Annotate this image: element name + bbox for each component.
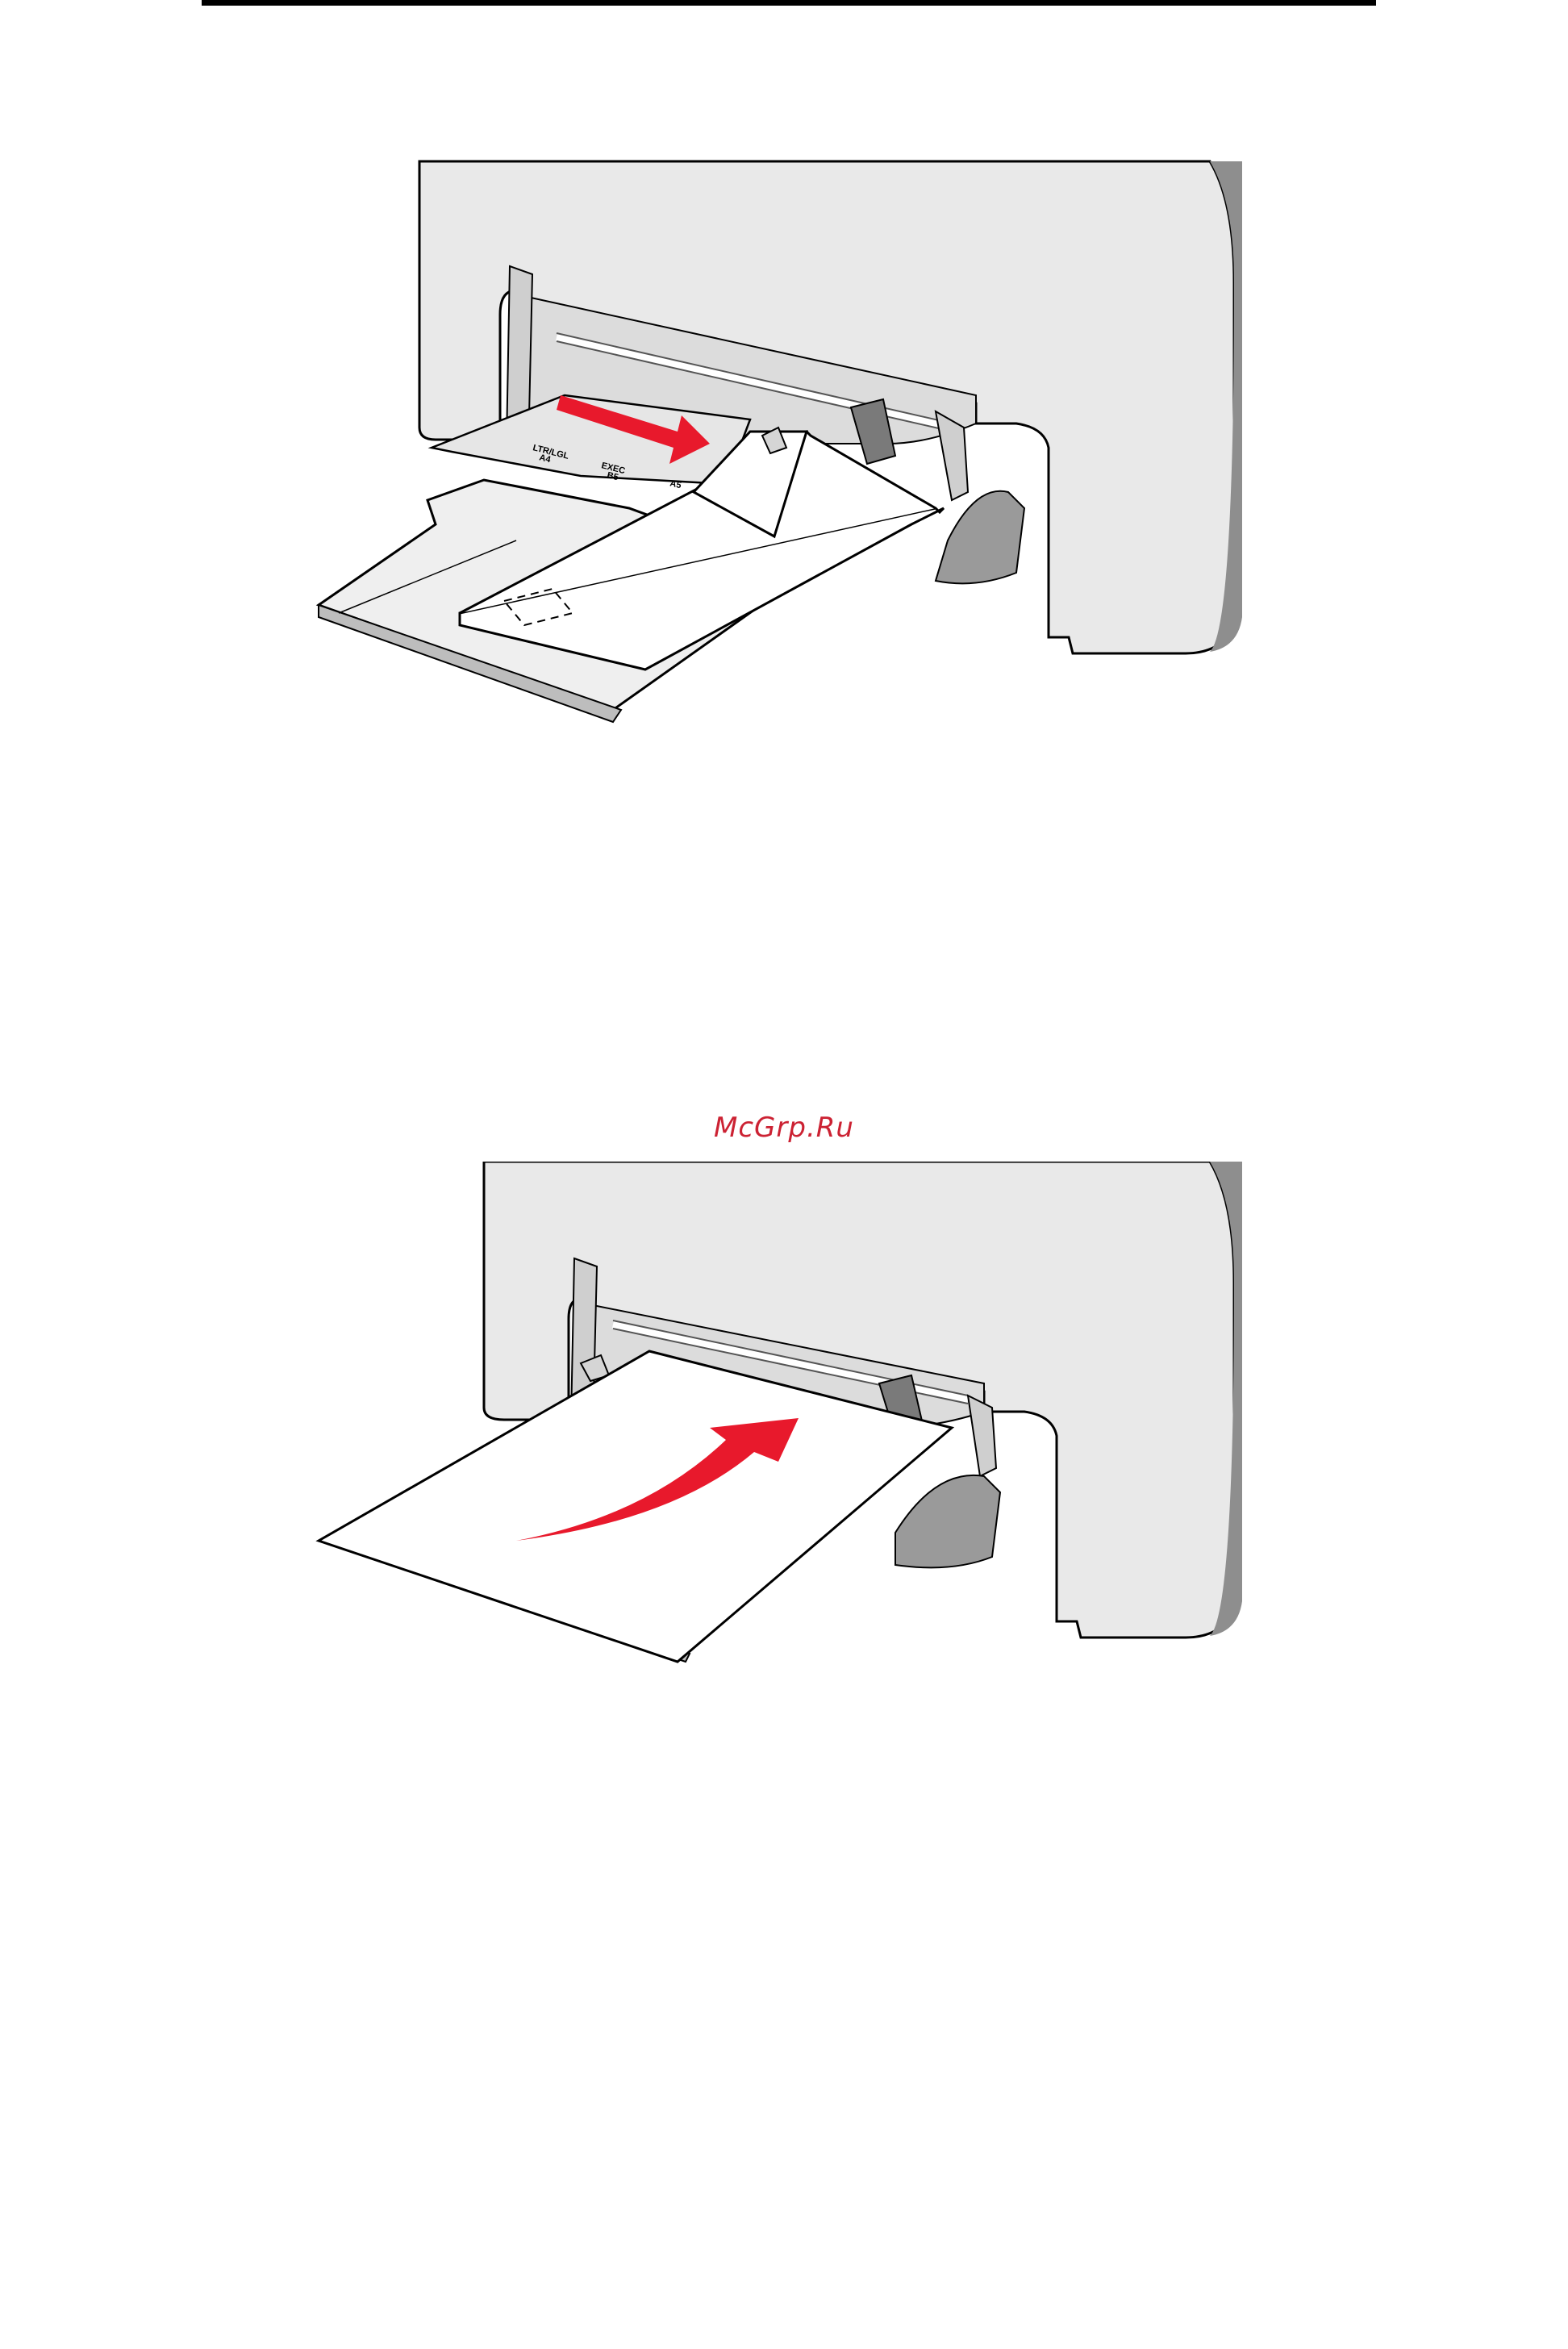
printer-illustration-bottom bbox=[0, 1162, 1568, 1678]
guide-label-a5: A5 bbox=[669, 478, 682, 490]
guide-label-b5: B5 bbox=[606, 470, 619, 482]
figure-paper-loading bbox=[0, 1162, 1568, 1678]
top-rule bbox=[202, 0, 1376, 6]
printer-illustration-top: LTR/LGL A4 EXEC B5 A5 bbox=[0, 153, 1568, 734]
watermark: McGrp.Ru bbox=[0, 1112, 1568, 1144]
figure-envelope-loading: LTR/LGL A4 EXEC B5 A5 bbox=[0, 153, 1568, 734]
